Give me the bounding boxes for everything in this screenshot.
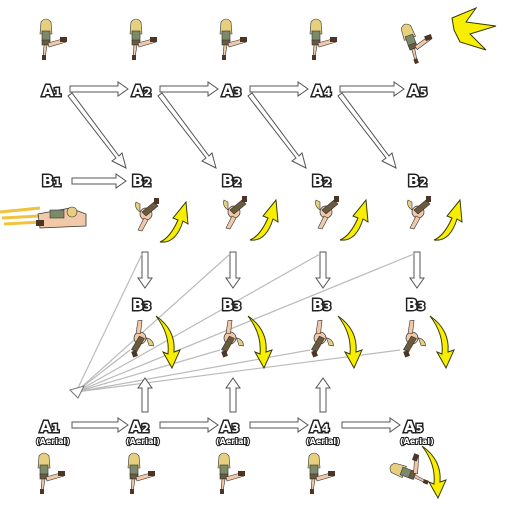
swoosh-down-icon [155,315,181,369]
svg-text:B2: B2 [132,172,151,190]
arrow-a1-b2 [67,92,127,169]
svg-text:B3: B3 [312,296,331,314]
arrow-aerial-a3-a4 [249,417,309,433]
arrow-a2-a3 [159,81,219,97]
arrow-aerial-a1-a2 [71,417,129,433]
labels-b3-row: B3 B3 B3 B3 [131,295,427,316]
svg-text:B3: B3 [132,296,151,314]
labels-top-row: A1 A2 A3 A4 A5 [41,81,429,102]
line-b3-2-to-aerial [75,349,221,393]
arrowhead-aerial-a1 [69,385,85,399]
sprite-a5 [398,16,440,66]
arrow-b2-b3-4 [409,251,425,289]
sprite-b2-4 [407,195,432,230]
svg-text:A3: A3 [222,82,241,100]
svg-text:A2: A2 [132,82,151,100]
arrow-aerial-a2-up [137,377,153,413]
sprite-b2-3 [315,195,340,230]
line-b2-2-to-aerial [75,253,231,393]
arrows-b2-b3 [137,251,425,289]
svg-text:A5: A5 [404,418,423,436]
arrow-aerial-a3-up [225,377,241,413]
svg-text:B2: B2 [312,172,331,190]
arrows-aerial-up [137,377,331,413]
svg-text:B3: B3 [222,296,241,314]
swoosh-up-icon [159,201,189,243]
sprite-aerial-a2 [127,452,156,495]
aerial-tag-3: (Aerial) [216,437,250,446]
svg-text:B2: B2 [222,172,241,190]
sprite-a3 [219,18,248,61]
sprites-b3-row [121,315,455,369]
sprite-aerial-a4 [307,452,336,495]
line-b3-3-to-aerial [75,349,311,393]
swoosh-down-icon [429,315,455,369]
labels-aerial-row: A1 A2 A3 A4 A5 (Aerial) (Aerial) (Aerial… [35,417,435,448]
aerial-tag-1: (Aerial) [36,437,70,446]
line-b2-1-to-aerial [75,253,143,393]
swoosh-up-icon [339,199,369,241]
sprite-b1-slide [0,206,87,229]
impact-burst-icon [451,6,497,51]
svg-text:B1: B1 [42,172,61,190]
line-b3-4-to-aerial [75,349,401,393]
line-b2-3-to-aerial [75,253,321,393]
arrow-b2-b3-2 [225,251,241,289]
line-b2-4-to-aerial [75,253,415,393]
sprite-row-aerial [37,445,447,499]
sprite-b2-1 [135,197,160,232]
arrow-aerial-a4-up [315,377,331,413]
sprites-b2-row [135,195,463,243]
svg-text:B2: B2 [408,172,427,190]
swoosh-up-icon [433,199,463,241]
arrow-a3-a4 [249,81,309,97]
arrow-a3-b2 [247,92,307,169]
arrows-diagonal-down [67,92,397,169]
svg-text:A1: A1 [40,418,59,436]
swoosh-up-icon [249,199,279,241]
svg-text:A4: A4 [312,82,332,100]
sprite-a1 [39,18,68,61]
arrow-a4-a5 [339,81,405,97]
arrow-aerial-a4-a5 [341,417,401,433]
arrow-b1-b2 [71,173,127,189]
arrows-top-horizontal [69,81,405,97]
svg-text:A1: A1 [42,82,61,100]
arrow-aerial-a2-a3 [159,417,219,433]
swoosh-down-icon [421,445,447,499]
sprite-a4 [309,18,338,61]
arrow-a2-b2 [157,92,217,169]
svg-text:A5: A5 [408,82,427,100]
sprite-aerial-a3 [217,452,246,495]
sprite-b3-4 [393,317,428,358]
sprite-b3-3 [301,317,336,358]
aerial-tag-2: (Aerial) [126,437,160,446]
sprite-aerial-a1 [37,452,66,495]
svg-text:A3: A3 [220,418,239,436]
sprite-row-top [39,6,497,66]
svg-text:A4: A4 [310,418,330,436]
arrow-a4-b2 [337,92,397,169]
svg-text:A2: A2 [130,418,149,436]
line-b3-1-to-aerial [75,349,131,393]
svg-text:B3: B3 [406,296,425,314]
arrow-b2-b3-1 [137,251,153,289]
lines-to-aerial-a1 [75,253,415,393]
arrow-b2-b3-3 [315,251,331,289]
arrows-aerial-horizontal [71,417,401,433]
arrow-a1-a2 [69,81,129,97]
aerial-tag-5: (Aerial) [400,437,434,446]
sprite-a2 [129,18,158,61]
aerial-tag-4: (Aerial) [306,437,340,446]
labels-b-row: B1 B2 B2 B2 B2 [41,171,429,192]
sprite-b2-2 [223,195,248,230]
swoosh-down-icon [337,315,363,369]
